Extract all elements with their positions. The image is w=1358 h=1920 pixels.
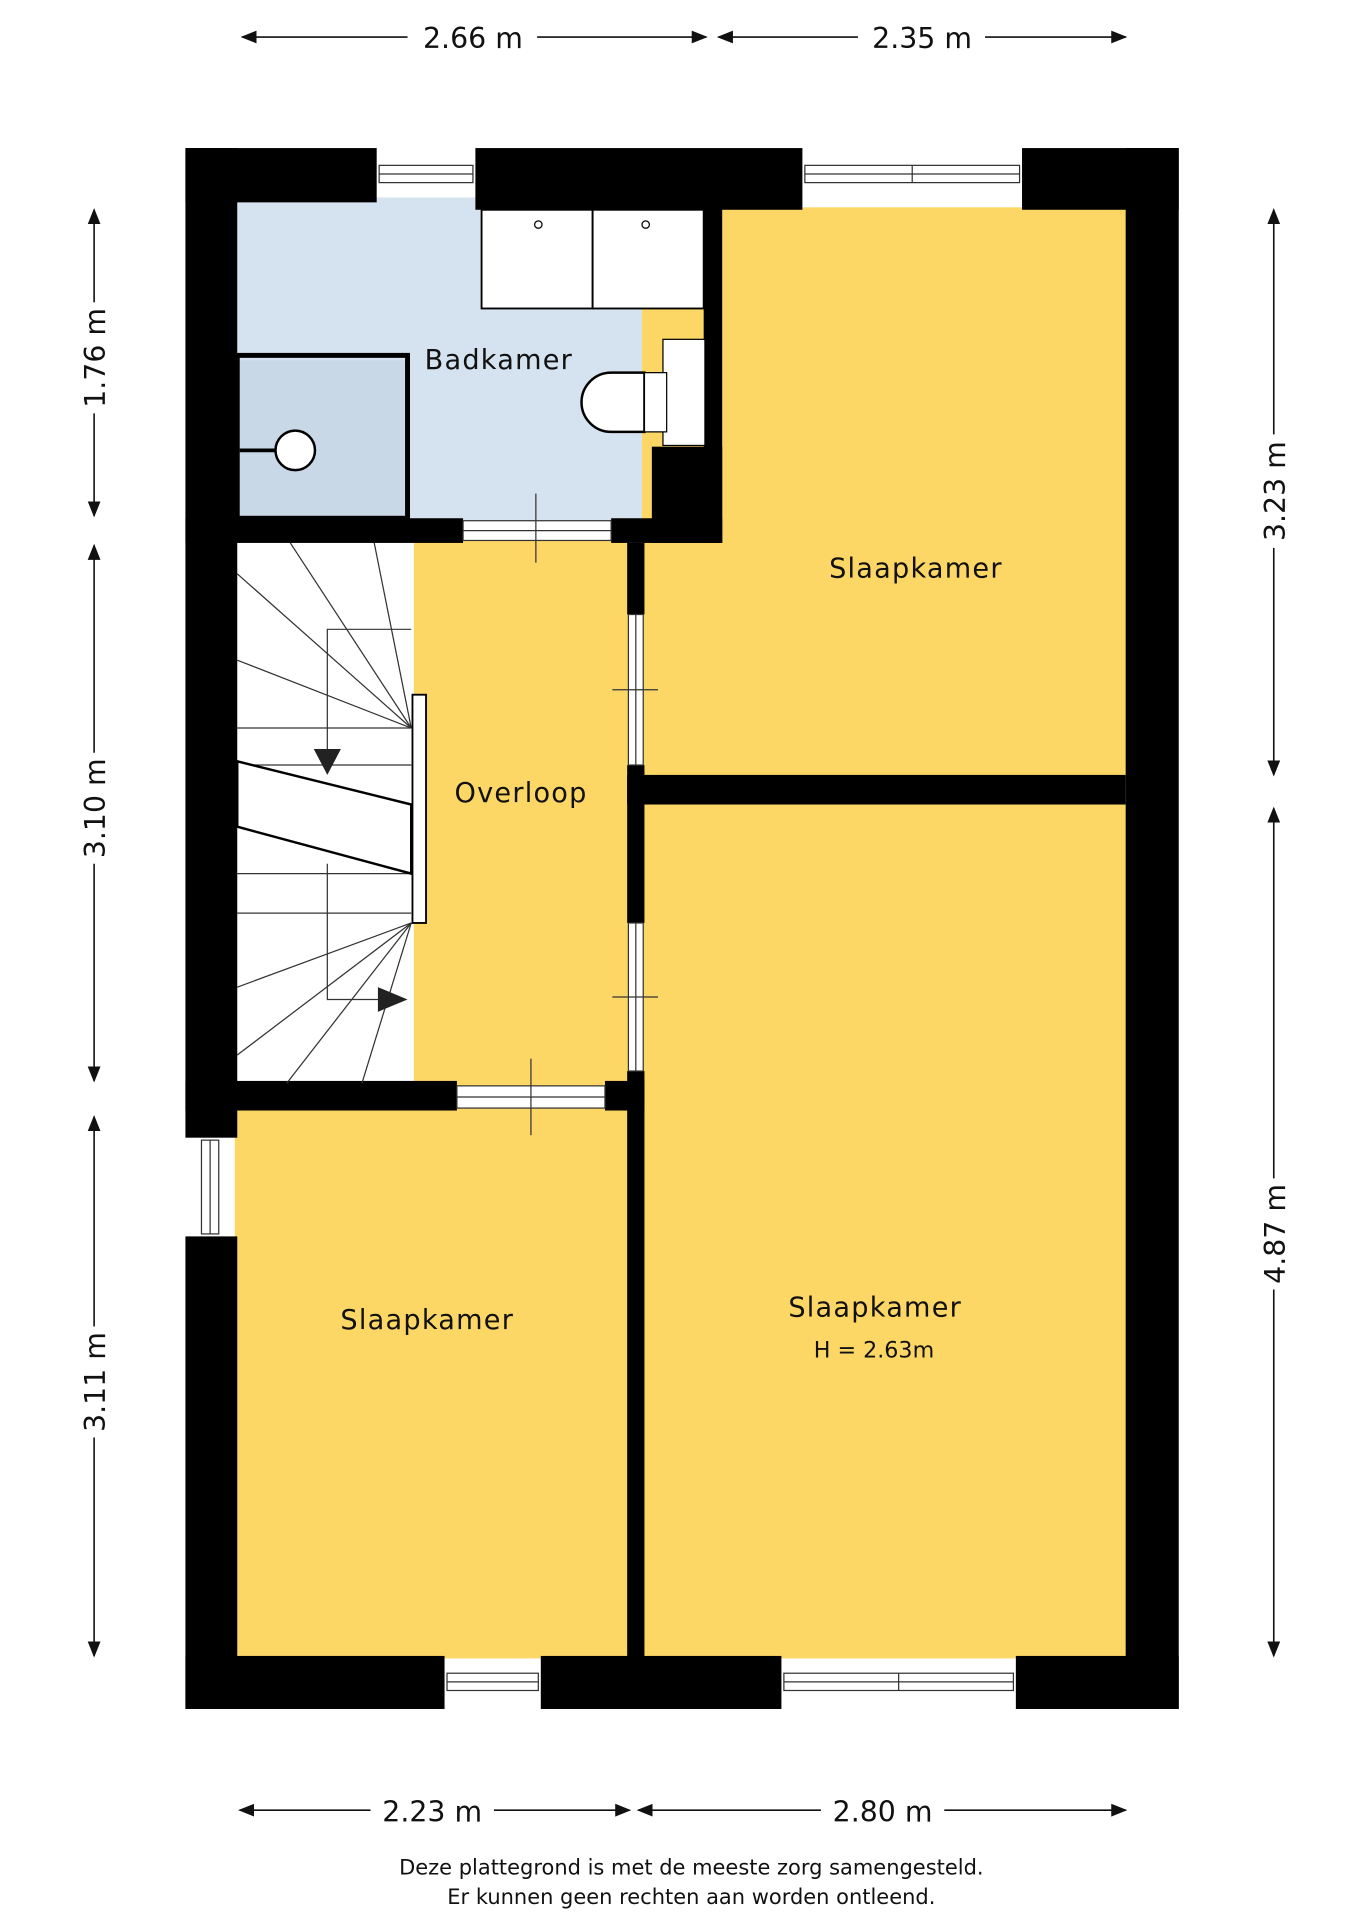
- windows: [200, 164, 1021, 1692]
- room-slaapkamer-bottom-left: [234, 1108, 630, 1659]
- room-overloop: [413, 540, 630, 1086]
- label-slaapkamer-bottom-right: Slaapkamer: [788, 1293, 962, 1324]
- dim-right-bottom: 4.87 m: [1259, 1184, 1292, 1284]
- dim-bottom-left: 2.23 m: [382, 1795, 482, 1828]
- toilet-icon: [580, 338, 706, 447]
- label-slaapkamer-top-right: Slaapkamer: [829, 553, 1003, 584]
- dim-left-middle: 3.10 m: [79, 758, 112, 858]
- dim-left-bottom: 3.11 m: [79, 1332, 112, 1432]
- label-slaapkamer-bottom-left: Slaapkamer: [340, 1305, 514, 1336]
- dimension-lines: [87, 30, 1281, 1817]
- dim-bottom-right: 2.80 m: [833, 1795, 933, 1828]
- room-slaapkamer-top-right: [641, 207, 1129, 778]
- room-slaapkamer-bottom-right: [641, 802, 1129, 1659]
- dim-top-left: 2.66 m: [423, 22, 523, 55]
- dim-left-top: 1.76 m: [79, 308, 112, 408]
- dim-top-right: 2.35 m: [872, 22, 972, 55]
- footer-disclaimer-line1: Deze plattegrond is met de meeste zorg s…: [399, 1855, 983, 1879]
- footer-disclaimer-line2: Er kunnen geen rechten aan worden ontlee…: [447, 1885, 935, 1909]
- dim-right-top: 3.23 m: [1259, 441, 1292, 541]
- shower-head-icon: [239, 429, 317, 472]
- label-ceiling-height: H = 2.63m: [814, 1337, 934, 1363]
- shower-area: [237, 360, 406, 519]
- walls: [185, 148, 1179, 1709]
- label-badkamer: Badkamer: [425, 345, 573, 376]
- sink-unit: [480, 208, 705, 310]
- label-overloop: Overloop: [455, 778, 588, 809]
- stair-lines: [236, 542, 427, 1084]
